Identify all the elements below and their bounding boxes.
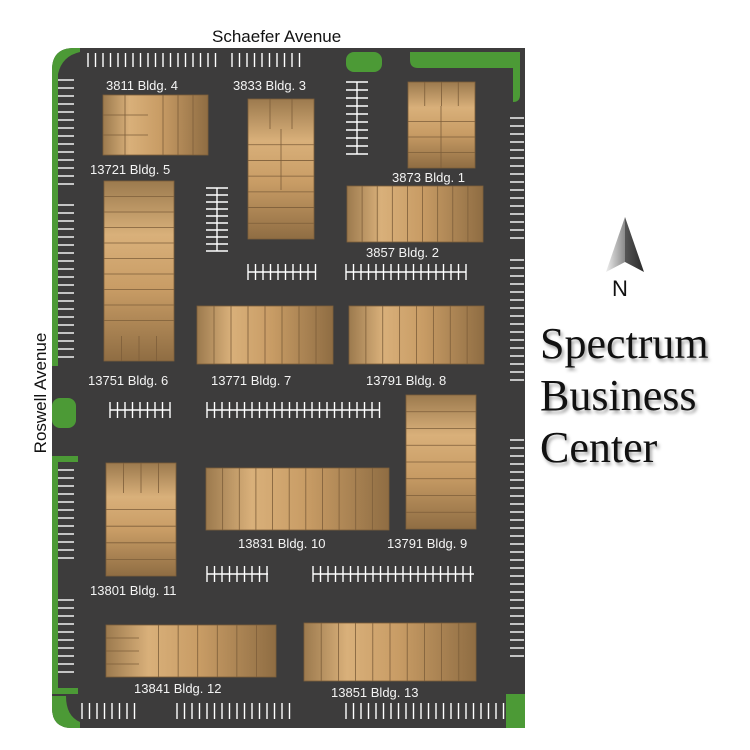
building-label-5[interactable]: 13721 Bldg. 5 [90,162,171,177]
site-title: Spectrum Business Center [540,318,709,474]
building-label-4[interactable]: 3811 Bldg. 4 [106,78,179,93]
building-label-12[interactable]: 13841 Bldg. 12 [134,681,222,696]
building-unit-lines [103,82,476,681]
building-6[interactable] [103,180,175,362]
building-label-13[interactable]: 13851 Bldg. 13 [331,685,419,700]
building-label-7[interactable]: 13771 Bldg. 7 [211,373,292,388]
building-10[interactable] [205,467,390,531]
building-label-6[interactable]: 13751 Bldg. 6 [88,373,169,388]
building-2[interactable] [346,185,484,243]
building-label-11[interactable]: 13801 Bldg. 11 [90,583,177,598]
street-label-roswell: Roswell Avenue [31,332,50,454]
title-line-3: Center [540,423,658,472]
parking-stalls [58,53,524,719]
building-label-2[interactable]: 3857 Bldg. 2 [366,245,440,260]
landscaping [52,48,525,728]
building-label-8[interactable]: 13791 Bldg. 8 [366,373,447,388]
building-label-3[interactable]: 3833 Bldg. 3 [233,78,307,93]
building-label-9[interactable]: 13791 Bldg. 9 [387,536,468,551]
building-label-10[interactable]: 13831 Bldg. 10 [238,536,326,551]
building-label-1[interactable]: 3873 Bldg. 1 [392,170,466,185]
north-label: N [612,276,628,301]
street-label-schaefer: Schaefer Avenue [212,27,342,46]
north-arrow-icon [606,217,644,272]
building-4-5[interactable] [102,94,209,156]
title-line-2: Business [540,371,697,420]
title-line-1: Spectrum [540,319,709,368]
